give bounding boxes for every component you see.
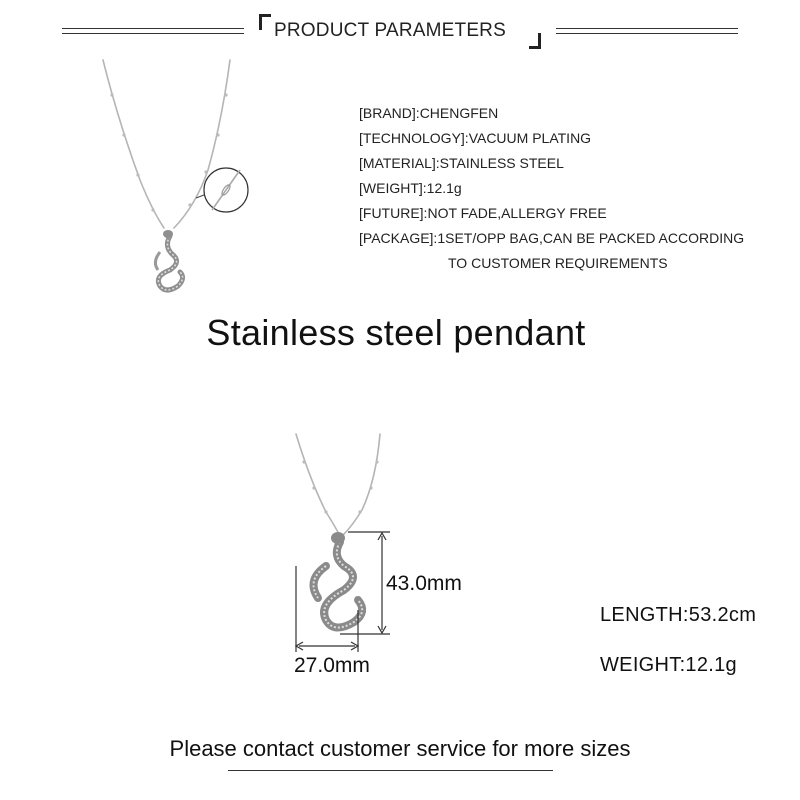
weight-spec: WEIGHT:12.1g: [600, 654, 737, 676]
header-rule-right: [556, 28, 738, 29]
contact-note: Please contact customer service for more…: [169, 736, 631, 761]
param-brand: [BRAND]:CHENGFEN: [359, 105, 499, 121]
header-rule-right-2: [556, 33, 738, 34]
header-bracket-right: [529, 33, 541, 49]
param-technology: [TECHNOLOGY]:VACUUM PLATING: [359, 130, 592, 146]
header-rule-left-2: [62, 33, 244, 34]
width-dimension-label: 27.0mm: [294, 654, 370, 677]
header-bracket-left: [259, 14, 271, 30]
param-weight: [WEIGHT]:12.1g: [359, 180, 462, 196]
length-spec: LENGTH:53.2cm: [600, 604, 757, 626]
height-dimension-label: 43.0mm: [386, 572, 462, 595]
contact-note-underline: [228, 770, 553, 771]
section-title: PRODUCT PARAMETERS: [274, 20, 506, 41]
parameter-list: [BRAND]:CHENGFEN [TECHNOLOGY]:VACUUM PLA…: [359, 101, 744, 276]
param-package: [PACKAGE]:1SET/OPP BAG,CAN BE PACKED ACC…: [359, 230, 745, 246]
param-future: [FUTURE]:NOT FADE,ALLERGY FREE: [359, 205, 607, 221]
param-package-continuation: TO CUSTOMER REQUIREMENTS: [448, 255, 668, 271]
param-material: [MATERIAL]:STAINLESS STEEL: [359, 155, 564, 171]
header-rule-left: [62, 28, 244, 29]
page-title: Stainless steel pendant: [206, 312, 586, 353]
